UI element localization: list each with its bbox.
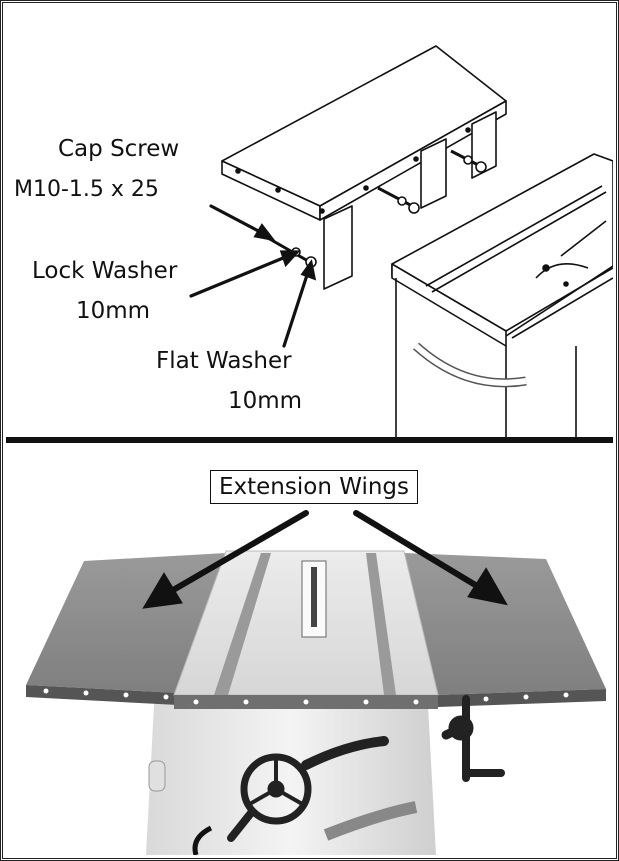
left-wing-arrow: [165, 510, 309, 596]
flat-washer-title: Flat Washer: [156, 348, 292, 374]
right-extension-wing: [404, 553, 606, 695]
cap-screw-title: Cap Screw: [58, 136, 179, 162]
lock-washer-title: Lock Washer: [32, 258, 178, 284]
panel-divider: [6, 437, 613, 443]
flat-washer-size: 10mm: [228, 388, 302, 414]
side-crank-handle: [441, 695, 505, 782]
flat-washer-arrow: [282, 270, 310, 348]
assembly-diagram-panel: Cap Screw M10-1.5 x 25 Lock Washer 10mm …: [6, 6, 613, 437]
assembly-line-drawing: Cap Screw M10-1.5 x 25 Lock Washer 10mm …: [14, 45, 613, 437]
bolt-hardware-right: [450, 149, 487, 173]
table-saw-illustration: [26, 510, 606, 855]
height-handwheel: [227, 753, 312, 842]
lock-washer-arrow: [189, 254, 290, 298]
right-wing-arrow: [353, 510, 485, 592]
cap-screw-spec: M10-1.5 x 25: [14, 177, 159, 202]
installed-wings-panel: Extension Wings: [6, 443, 613, 855]
table-side-flange: [323, 205, 353, 290]
bolt-hardware-middle: [377, 186, 420, 214]
lock-washer-size: 10mm: [76, 298, 150, 324]
extension-wings-label: Extension Wings: [210, 470, 419, 504]
power-cord: [192, 825, 213, 855]
cap-screw-arrow: [209, 204, 266, 236]
